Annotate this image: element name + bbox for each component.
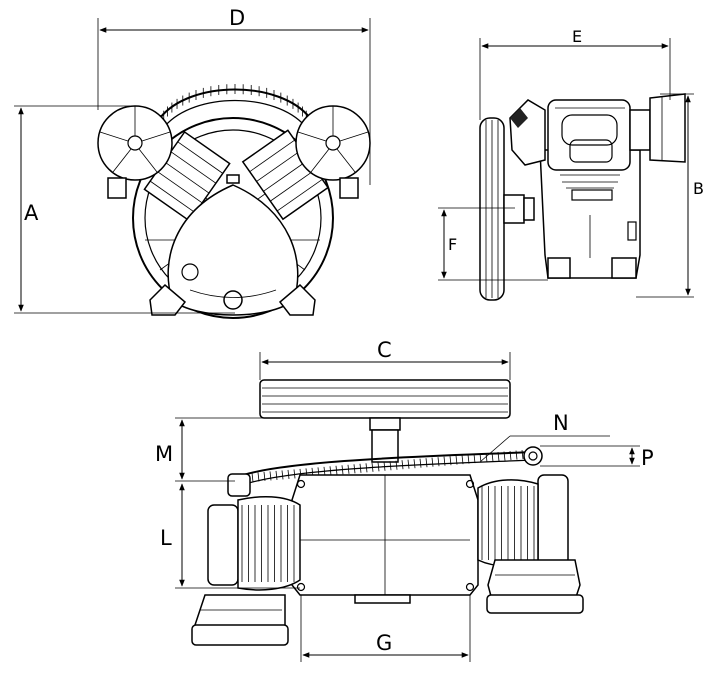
label-G: G (376, 631, 392, 655)
dimension-E: E (479, 27, 671, 120)
dimension-A: A (14, 105, 235, 314)
dimension-C: C (259, 338, 511, 380)
dimension-M: M (155, 417, 372, 482)
dimension-B: B (636, 93, 704, 298)
top-view (191, 379, 584, 646)
dimension-G: G (300, 595, 471, 662)
label-C: C (377, 338, 392, 362)
dimension-D: D (97, 6, 371, 185)
dimension-L: L (160, 483, 300, 589)
label-L: L (160, 526, 172, 550)
label-M: M (155, 442, 173, 466)
front-view (97, 84, 371, 319)
dimension-F: F (438, 207, 548, 281)
dimension-P: P (540, 445, 654, 470)
label-P: P (641, 446, 654, 470)
label-N: N (553, 411, 569, 435)
label-F: F (448, 235, 457, 254)
label-A: A (24, 201, 39, 225)
dimension-N: N (479, 411, 610, 463)
label-B: B (693, 179, 704, 198)
label-D: D (229, 6, 245, 30)
side-view (479, 93, 686, 301)
label-E: E (572, 27, 582, 46)
